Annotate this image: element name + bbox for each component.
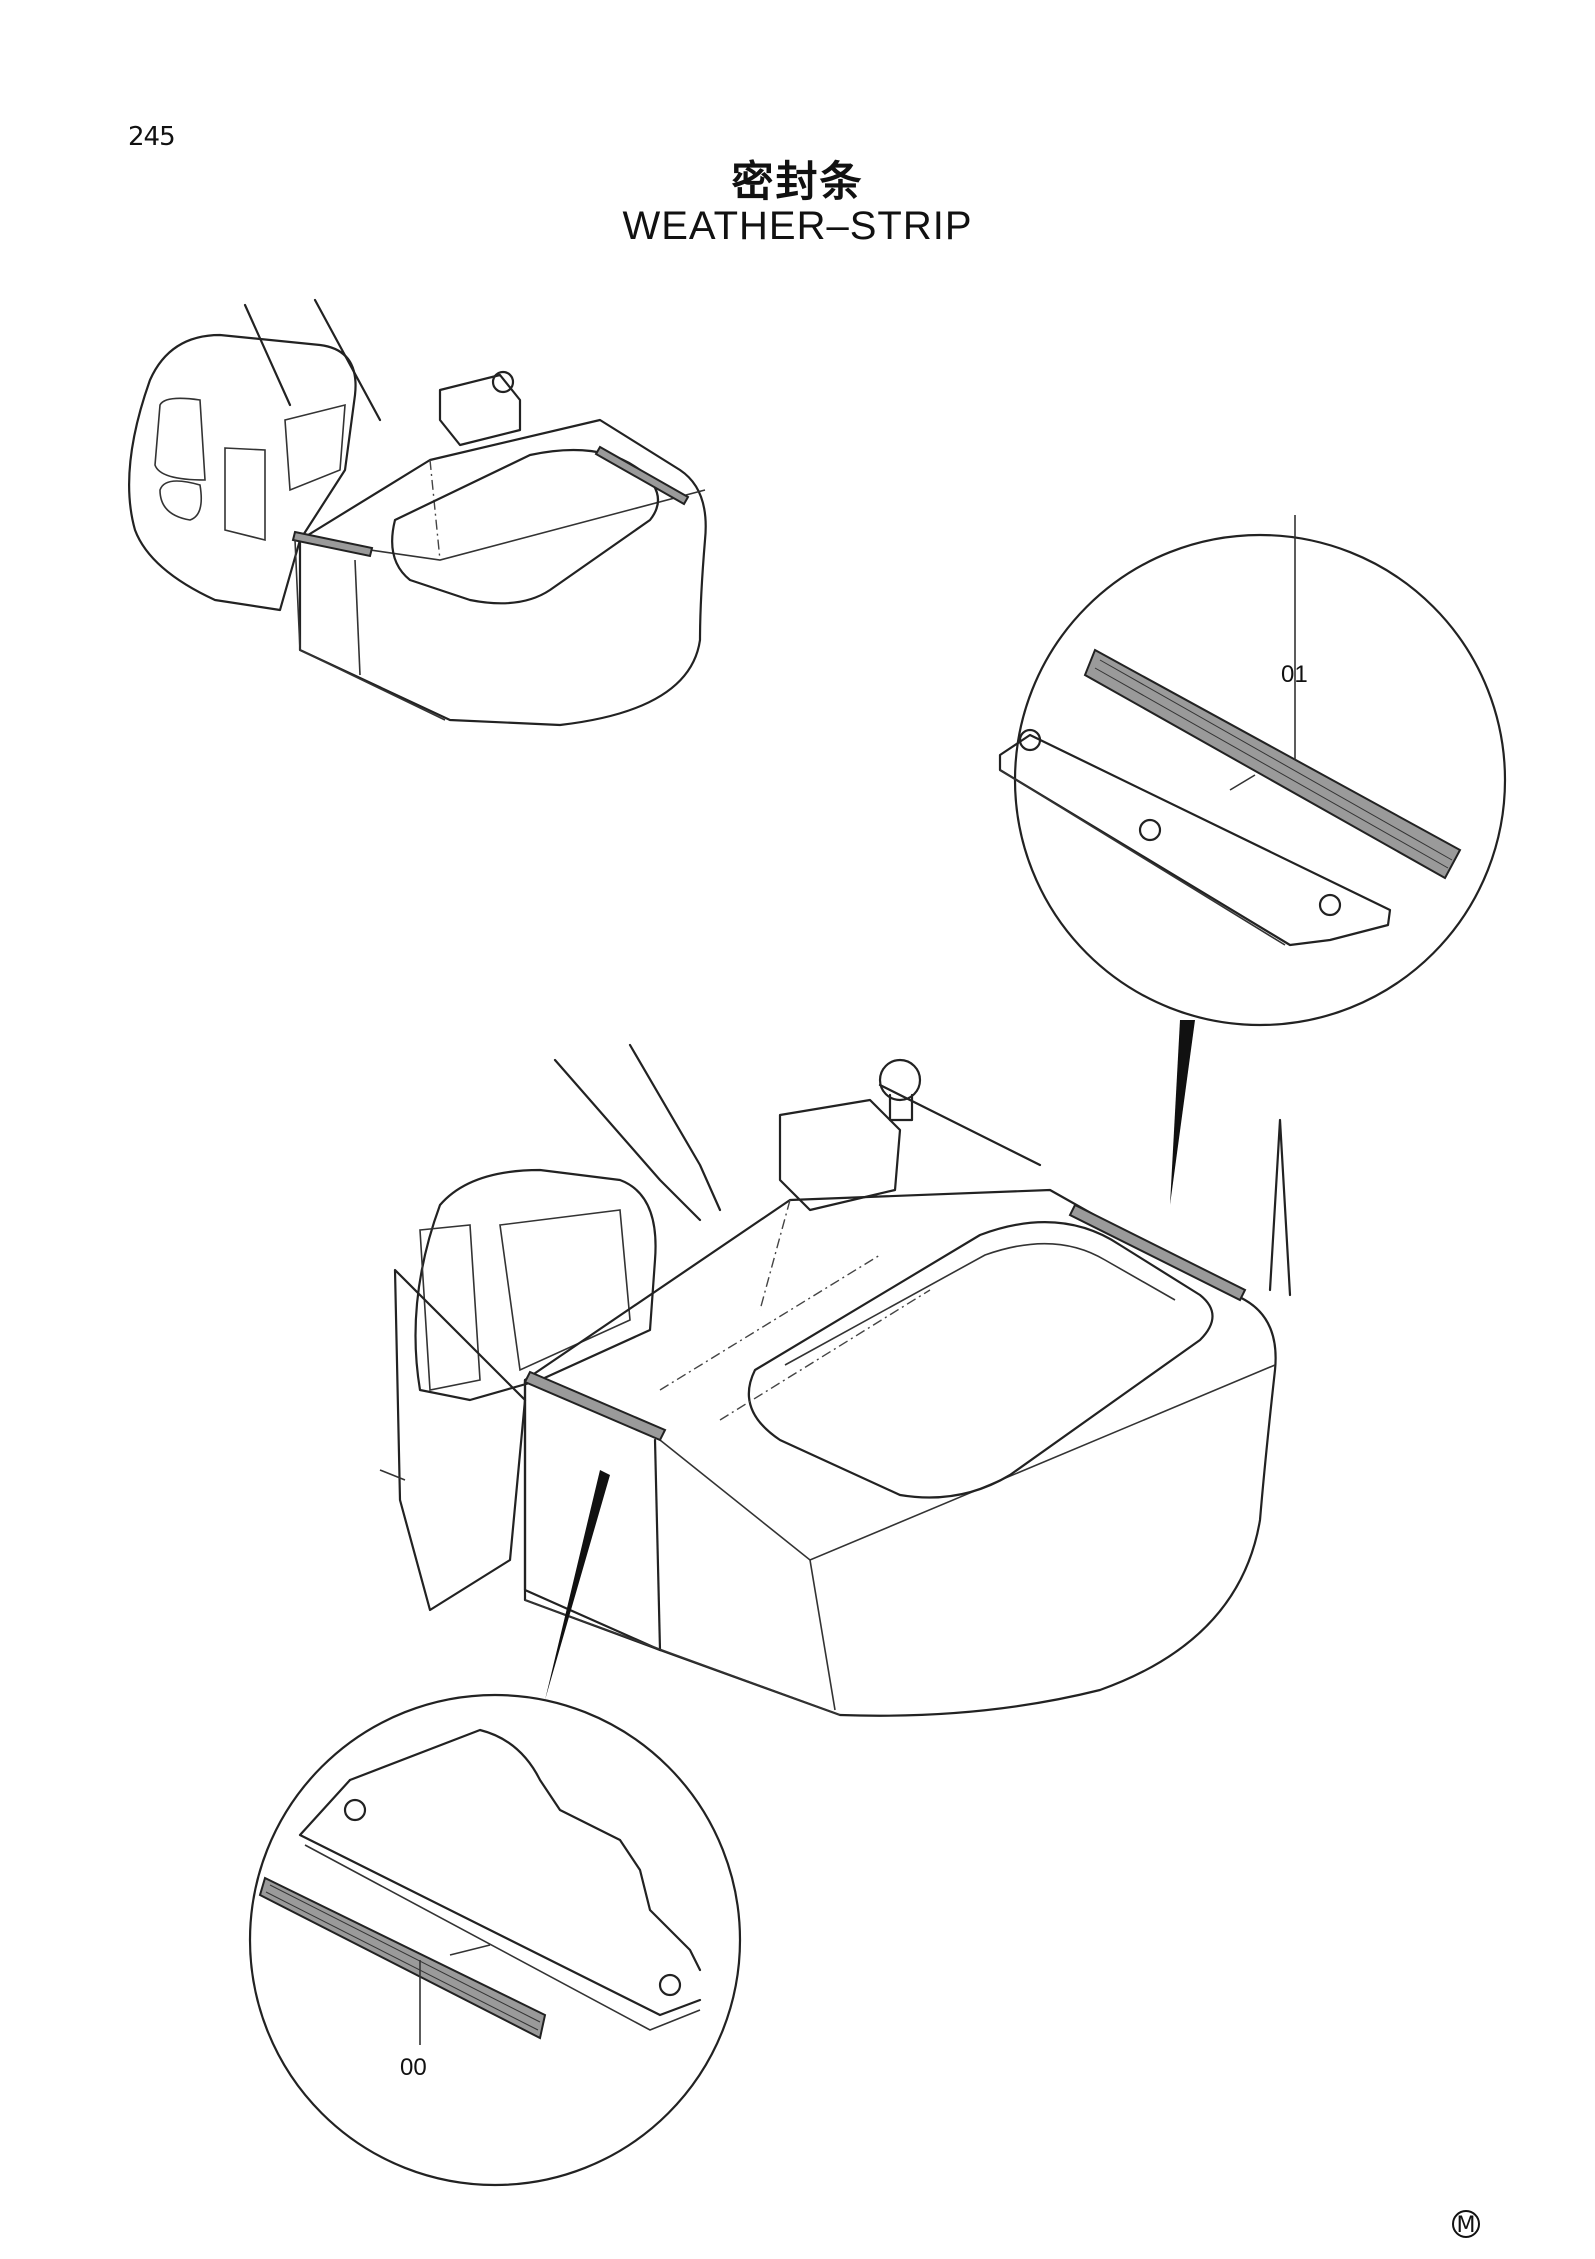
page-title-english: WEATHER–STRIP [622,204,973,248]
page-title-chinese: 密封条 [731,157,864,206]
main-machine-drawing [379,1020,1292,1717]
lower-detail-circle [248,1693,742,2187]
callout-label-lower: 00 [400,2054,427,2081]
upper-detail-circle [998,515,1507,1027]
footer-mark-icon: M [1452,2210,1480,2238]
page-number: 245 [128,122,176,152]
callout-label-upper: 01 [1281,661,1308,688]
overview-machine-drawing [128,298,707,727]
